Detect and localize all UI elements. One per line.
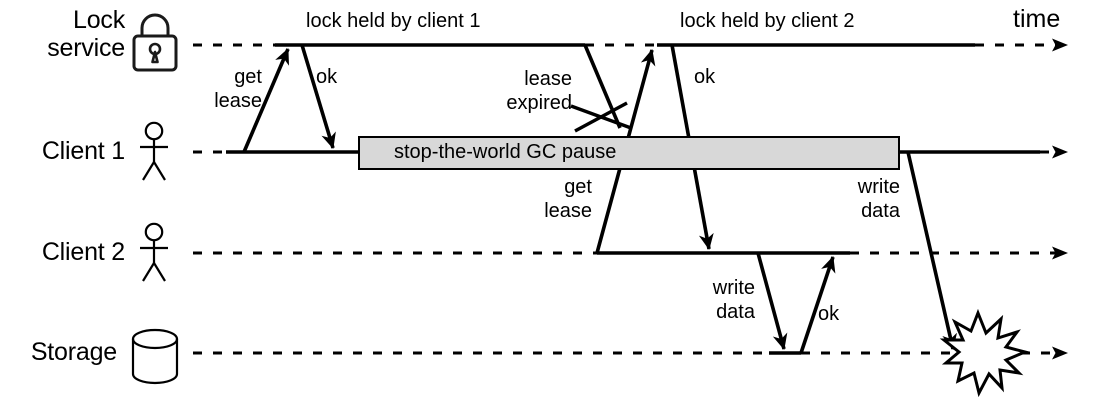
data-corruption-burst-icon xyxy=(939,308,1030,398)
message-label-write-data-client-1: write data xyxy=(857,176,900,222)
gc-pause-label: stop-the-world GC pause xyxy=(394,141,617,163)
arrow-write-data-client-1 xyxy=(906,151,957,350)
span-label-lock-held-client-1: lock held by client 1 xyxy=(306,10,481,32)
lane-label-storage: Storage xyxy=(30,338,117,366)
time-arrowhead-storage xyxy=(1052,346,1068,360)
database-cylinder-icon xyxy=(131,328,179,385)
arrow-ok-from-storage xyxy=(799,256,836,354)
arrow-ok-to-client-1 xyxy=(300,44,336,149)
blocked-cross-stroke-b xyxy=(574,101,628,133)
time-arrowhead-client-1 xyxy=(1052,145,1068,159)
message-label-get-lease-client-2: get lease xyxy=(544,176,592,222)
time-arrowhead-client-2 xyxy=(1052,246,1068,260)
message-label-lease-expired: lease expired xyxy=(506,68,572,114)
span-label-lock-held-client-2: lock held by client 2 xyxy=(680,10,855,32)
message-label-ok-storage: ok xyxy=(818,303,840,325)
lane-label-client-2: Client 2 xyxy=(41,238,125,266)
lifeline-lock-service xyxy=(193,38,1068,52)
lifeline-client-1 xyxy=(193,145,1068,159)
message-label-get-lease-client-1: get lease xyxy=(214,66,262,112)
padlock-icon xyxy=(132,13,178,72)
arrow-lease-expired xyxy=(570,44,632,133)
stop-the-world-gc-pause-box xyxy=(358,136,900,170)
time-arrowhead-lock-service xyxy=(1052,38,1068,52)
message-label-write-data-client-2: write data xyxy=(712,277,755,323)
stick-figure-icon xyxy=(140,222,168,282)
lane-label-lock-service: Lock service xyxy=(47,6,125,62)
lifeline-client-2 xyxy=(193,246,1068,260)
arrow-write-data-client-2 xyxy=(756,252,788,350)
lane-label-client-1: Client 1 xyxy=(41,137,125,165)
message-label-ok-client-1: ok xyxy=(316,66,338,88)
time-axis-label: time xyxy=(1013,5,1061,33)
arrow-get-lease-client-1 xyxy=(242,48,290,153)
message-label-ok-client-2: ok xyxy=(694,66,716,88)
stick-figure-icon xyxy=(140,121,168,181)
lifeline-storage xyxy=(193,346,1068,360)
